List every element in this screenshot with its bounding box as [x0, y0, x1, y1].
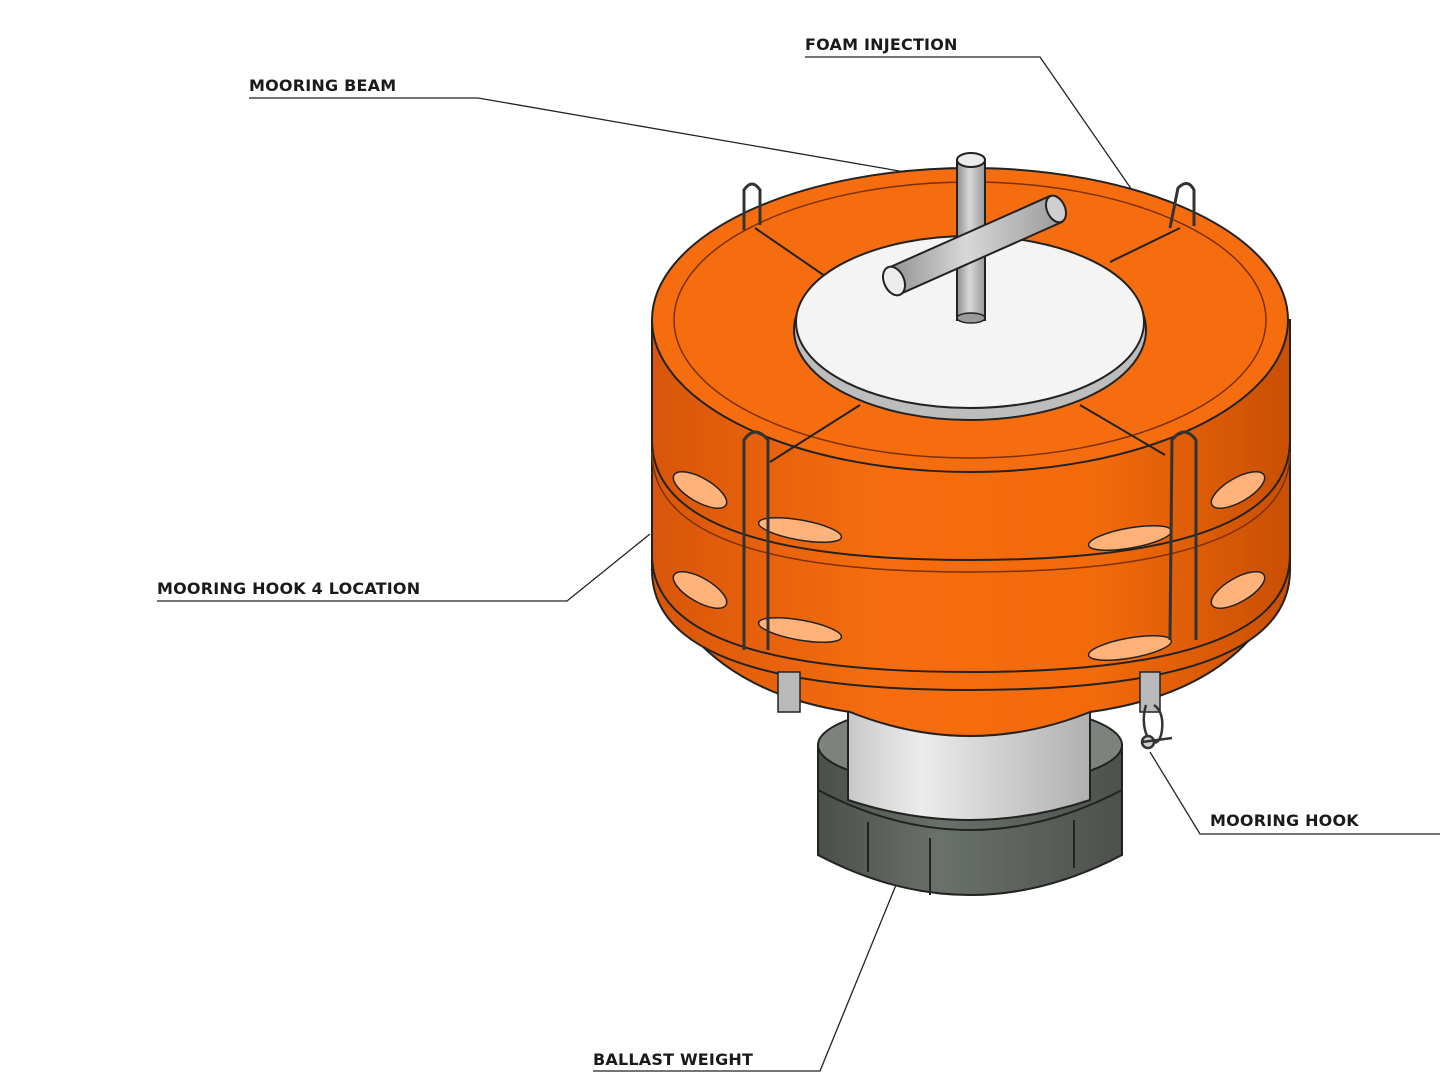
- leader-lines: [157, 56, 1440, 1072]
- foam-injection-label: FOAM INJECTION: [805, 35, 958, 54]
- mooring-hook-4-location-label: MOORING HOOK 4 LOCATION: [157, 579, 421, 598]
- mooring-hook-label: MOORING HOOK: [1210, 811, 1359, 830]
- ballast-weight-label: BALLAST WEIGHT: [593, 1050, 754, 1069]
- mooring-beam-label: MOORING BEAM: [249, 76, 397, 95]
- mooring-hook-shackle: [1140, 703, 1173, 750]
- steel-straps: [742, 182, 1198, 713]
- mooring-beam: [882, 152, 1068, 324]
